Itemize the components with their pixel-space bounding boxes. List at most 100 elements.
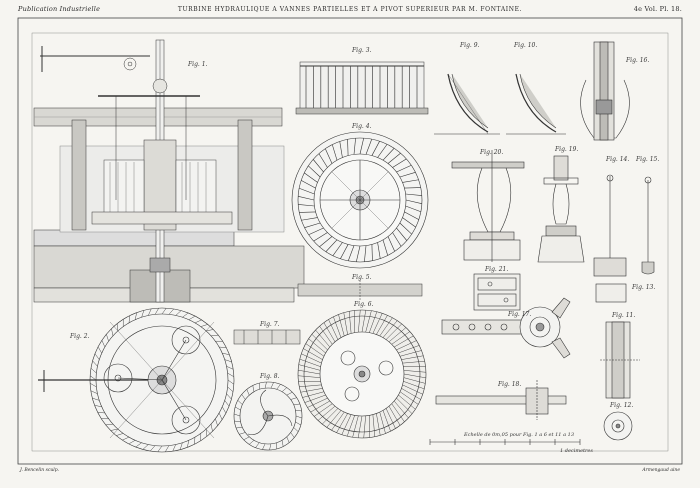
runner-blade <box>304 394 326 403</box>
runner-blade <box>307 397 328 408</box>
guide-vane <box>377 242 381 259</box>
gear-tooth <box>234 420 241 423</box>
runner-blade <box>358 310 361 333</box>
fig12-washer <box>603 411 633 441</box>
fig9-blade-profile <box>434 73 500 135</box>
runner-blade <box>403 373 426 379</box>
guide-vane <box>404 187 421 189</box>
fig11-label: Fig. 11. <box>611 312 635 319</box>
gear-tooth <box>165 445 170 453</box>
fig18-lever <box>435 380 567 420</box>
gear-tooth <box>215 418 218 426</box>
fig2-gear-teeth <box>89 307 235 453</box>
runner-blade <box>396 340 417 351</box>
runner-blade <box>401 388 421 400</box>
gear-tooth <box>141 310 145 318</box>
runner-blade <box>322 408 339 425</box>
fig4-runner-plan <box>291 131 429 269</box>
guide-vane <box>299 187 315 195</box>
gear-tooth <box>90 368 97 374</box>
runner-blade <box>317 405 336 421</box>
guide-vane <box>387 152 401 164</box>
gear-tooth <box>89 375 97 381</box>
guide-vane <box>298 204 315 207</box>
guide-vane <box>313 232 328 242</box>
gear-tooth <box>128 315 131 323</box>
gear-tooth <box>295 415 303 419</box>
gear-tooth <box>206 329 214 332</box>
runner-blade <box>402 360 425 364</box>
gear-tooth <box>236 427 243 429</box>
guide-vane <box>299 211 316 213</box>
runner-blade <box>299 384 322 388</box>
gear-tooth <box>293 403 300 405</box>
gear-tooth <box>227 379 235 385</box>
gear-tooth <box>188 315 196 320</box>
gear-tooth <box>290 432 295 438</box>
guide-vane <box>392 158 407 168</box>
runner-blade <box>388 327 407 343</box>
gear-tooth <box>276 384 281 390</box>
fig5-label: Fig. 5. <box>351 274 372 281</box>
runner-blade <box>403 370 426 373</box>
fig19-label: Fig. 19. <box>554 146 578 153</box>
fig1-label: Fig. 1. <box>187 61 208 68</box>
gear-tooth <box>264 381 267 389</box>
runner-blade <box>398 394 416 410</box>
guide-vane <box>399 171 416 178</box>
guide-vane <box>353 138 356 155</box>
gear-tooth <box>101 340 106 348</box>
fig8-gear-teeth <box>233 381 303 451</box>
runner-blade <box>376 315 388 335</box>
runner-blade <box>400 350 422 357</box>
runner-blade <box>379 412 386 434</box>
gear-tooth <box>105 423 113 426</box>
fig2-sluice-plan <box>38 307 235 453</box>
scale-bar <box>429 439 581 445</box>
guide-vane <box>382 239 389 256</box>
gear-tooth <box>187 440 190 448</box>
gear-tooth <box>222 352 230 355</box>
gear-tooth <box>239 432 246 435</box>
runner-blade <box>379 317 393 337</box>
gear-tooth <box>286 391 293 396</box>
fig21-collar-plate <box>473 273 521 311</box>
runner-blade <box>376 413 381 436</box>
fig6-label: Fig. 6. <box>353 301 374 308</box>
runner-blade <box>402 384 423 395</box>
gear-tooth <box>134 312 137 320</box>
runner-blade <box>311 334 328 351</box>
gear-tooth <box>111 328 114 336</box>
fig9-label: Fig. 9. <box>459 42 480 49</box>
author-credit: Armengaud aine <box>642 468 680 473</box>
fig5-crown-section <box>297 280 423 300</box>
gear-tooth <box>179 442 183 450</box>
runner-blade <box>298 364 321 371</box>
fig16-pivot-section <box>580 41 630 141</box>
fig17-crosshead <box>441 297 571 359</box>
runner-blade <box>385 323 402 340</box>
guide-vane <box>308 165 321 178</box>
fig3-blade-bars <box>305 66 418 108</box>
guide-vane <box>359 138 365 155</box>
gear-tooth <box>249 440 255 445</box>
gear-tooth <box>128 440 136 445</box>
fig7-label: Fig. 7. <box>259 321 280 328</box>
gear-tooth <box>286 436 290 443</box>
fig20-bracket <box>451 150 525 262</box>
runner-blade <box>300 388 323 393</box>
fig3-runner-elevation <box>295 61 429 115</box>
runner-blade <box>303 348 323 360</box>
runner-blade <box>388 406 401 426</box>
guide-vane <box>405 193 422 196</box>
gear-tooth <box>194 319 202 324</box>
plate-inner-border <box>31 32 669 452</box>
fig15-rod <box>641 176 655 275</box>
gear-tooth <box>92 397 100 401</box>
gear-tooth <box>154 307 159 315</box>
runner-blade <box>305 343 325 357</box>
guide-vane <box>365 139 373 155</box>
guide-vane <box>364 245 367 262</box>
gear-tooth <box>90 390 98 394</box>
gear-tooth <box>270 382 274 389</box>
